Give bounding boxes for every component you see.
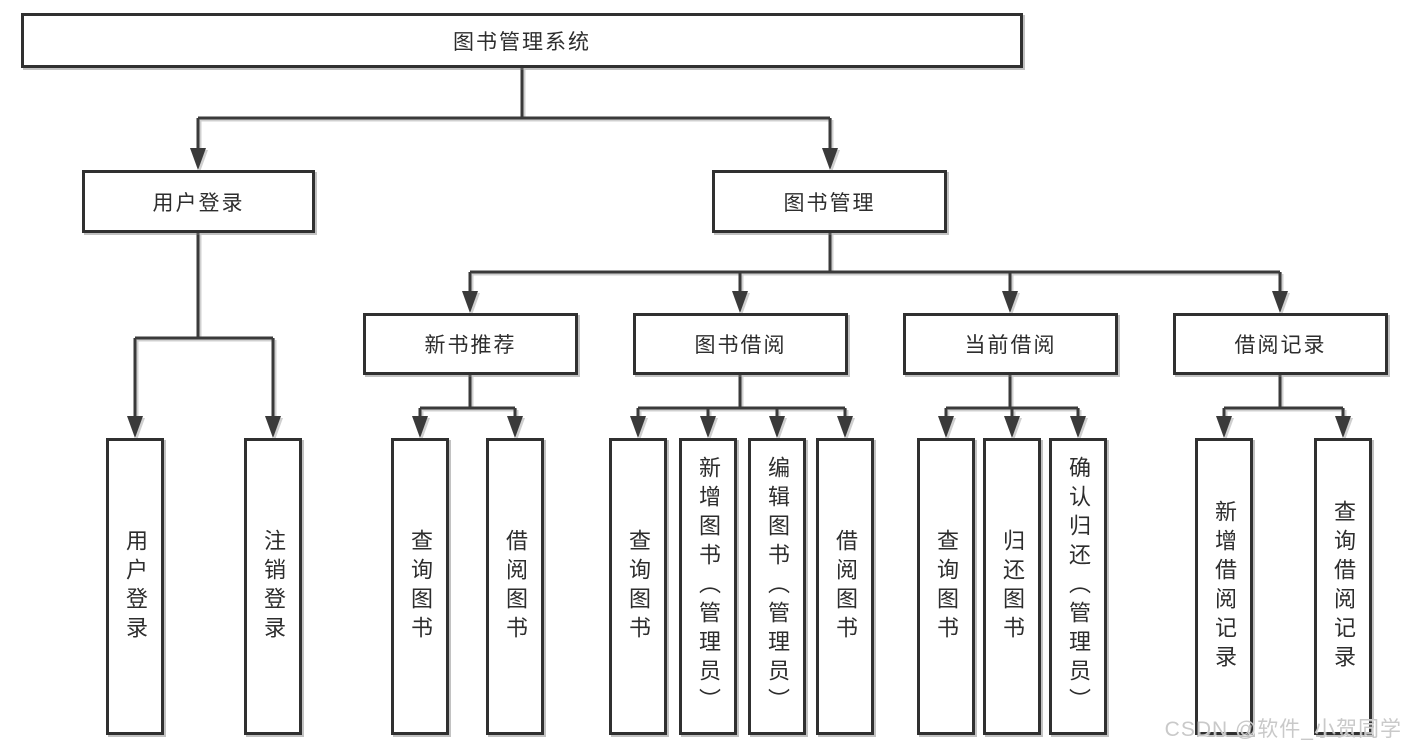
leaf-label: 查询图书 [934,528,959,645]
node-new-book-recommend: 新书推荐 [363,313,578,375]
leaf-return-book: 归还图书 [983,438,1041,735]
node-borrow-records: 借阅记录 [1173,313,1388,375]
leaf-edit-book-admin: 编辑图书（管理员） [748,438,806,735]
node-label: 当前借阅 [964,334,1057,357]
node-label: 图书借阅 [694,334,787,357]
leaf-label: 借阅图书 [833,528,858,645]
leaf-label: 新增借阅记录 [1212,499,1237,674]
leaf-logout: 注销登录 [244,438,302,735]
leaf-label: 用户登录 [123,528,148,645]
leaf-query-books-recommend: 查询图书 [391,438,449,735]
leaf-query-books-borrow: 查询图书 [609,438,667,735]
leaf-label: 新增图书（管理员） [696,456,721,717]
node-label: 图书管理系统 [453,30,591,54]
leaf-label: 归还图书 [1000,528,1025,645]
leaf-label: 查询图书 [626,528,651,645]
leaf-borrow-books: 借阅图书 [816,438,874,735]
node-current-borrow: 当前借阅 [903,313,1118,375]
leaf-label: 注销登录 [261,528,286,645]
leaf-add-borrow-record: 新增借阅记录 [1195,438,1253,735]
node-label: 用户登录 [152,191,245,215]
node-label: 新书推荐 [424,334,517,357]
node-label: 图书管理 [783,191,876,215]
node-book-borrow: 图书借阅 [633,313,848,375]
leaf-user-login: 用户登录 [106,438,164,735]
leaf-borrow-books-recommend: 借阅图书 [486,438,544,735]
leaf-query-books-current: 查询图书 [917,438,975,735]
csdn-watermark: CSDN @软件_小贺同学 [1164,718,1402,741]
node-label: 借阅记录 [1234,334,1327,357]
leaf-label: 借阅图书 [503,528,528,645]
node-book-management: 图书管理 [712,170,947,233]
leaf-add-book-admin: 新增图书（管理员） [679,438,737,735]
node-user-login: 用户登录 [82,170,315,233]
leaf-query-borrow-record: 查询借阅记录 [1314,438,1372,735]
node-system-root: 图书管理系统 [21,13,1023,68]
leaf-label: 确认归还（管理员） [1066,456,1091,717]
leaf-label: 编辑图书（管理员） [765,456,790,717]
leaf-label: 查询图书 [408,528,433,645]
leaf-confirm-return-admin: 确认归还（管理员） [1049,438,1107,735]
leaf-label: 查询借阅记录 [1331,499,1356,674]
